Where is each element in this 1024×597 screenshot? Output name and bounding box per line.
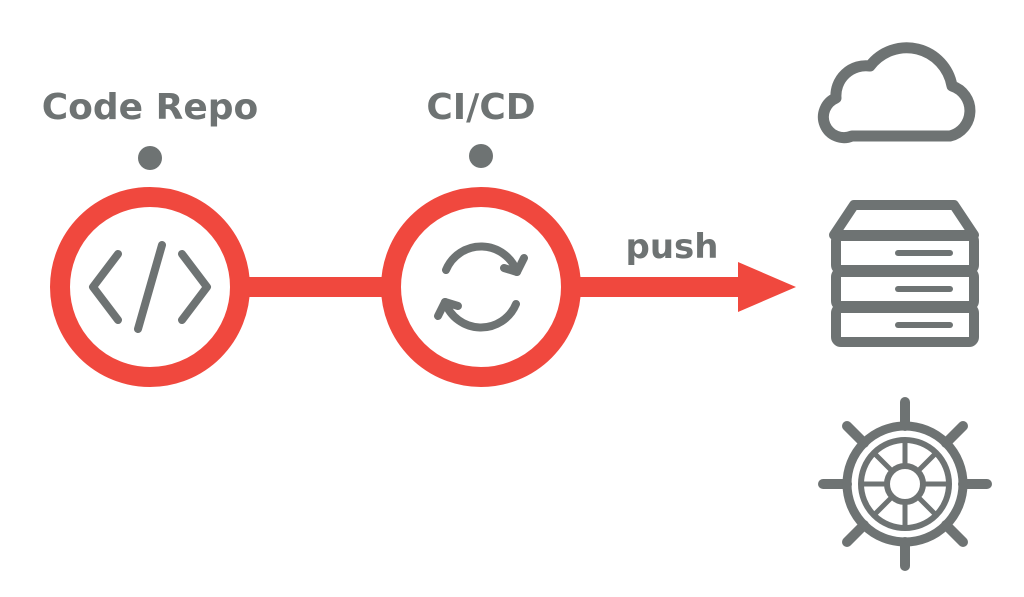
push-arrow [576, 262, 796, 312]
code-repo-node[interactable] [50, 187, 250, 387]
cicd-dot [469, 144, 493, 168]
push-label: push [626, 227, 719, 267]
sync-icon [434, 242, 528, 332]
cicd-label: CI/CD [426, 87, 535, 128]
cloud-icon[interactable] [817, 42, 976, 144]
server-icon[interactable] [829, 200, 979, 347]
cicd-node[interactable] [381, 187, 581, 387]
helm-icon[interactable] [818, 397, 992, 571]
code-repo-label: Code Repo [42, 87, 259, 128]
code-repo-dot [138, 146, 162, 170]
code-icon [89, 241, 211, 333]
